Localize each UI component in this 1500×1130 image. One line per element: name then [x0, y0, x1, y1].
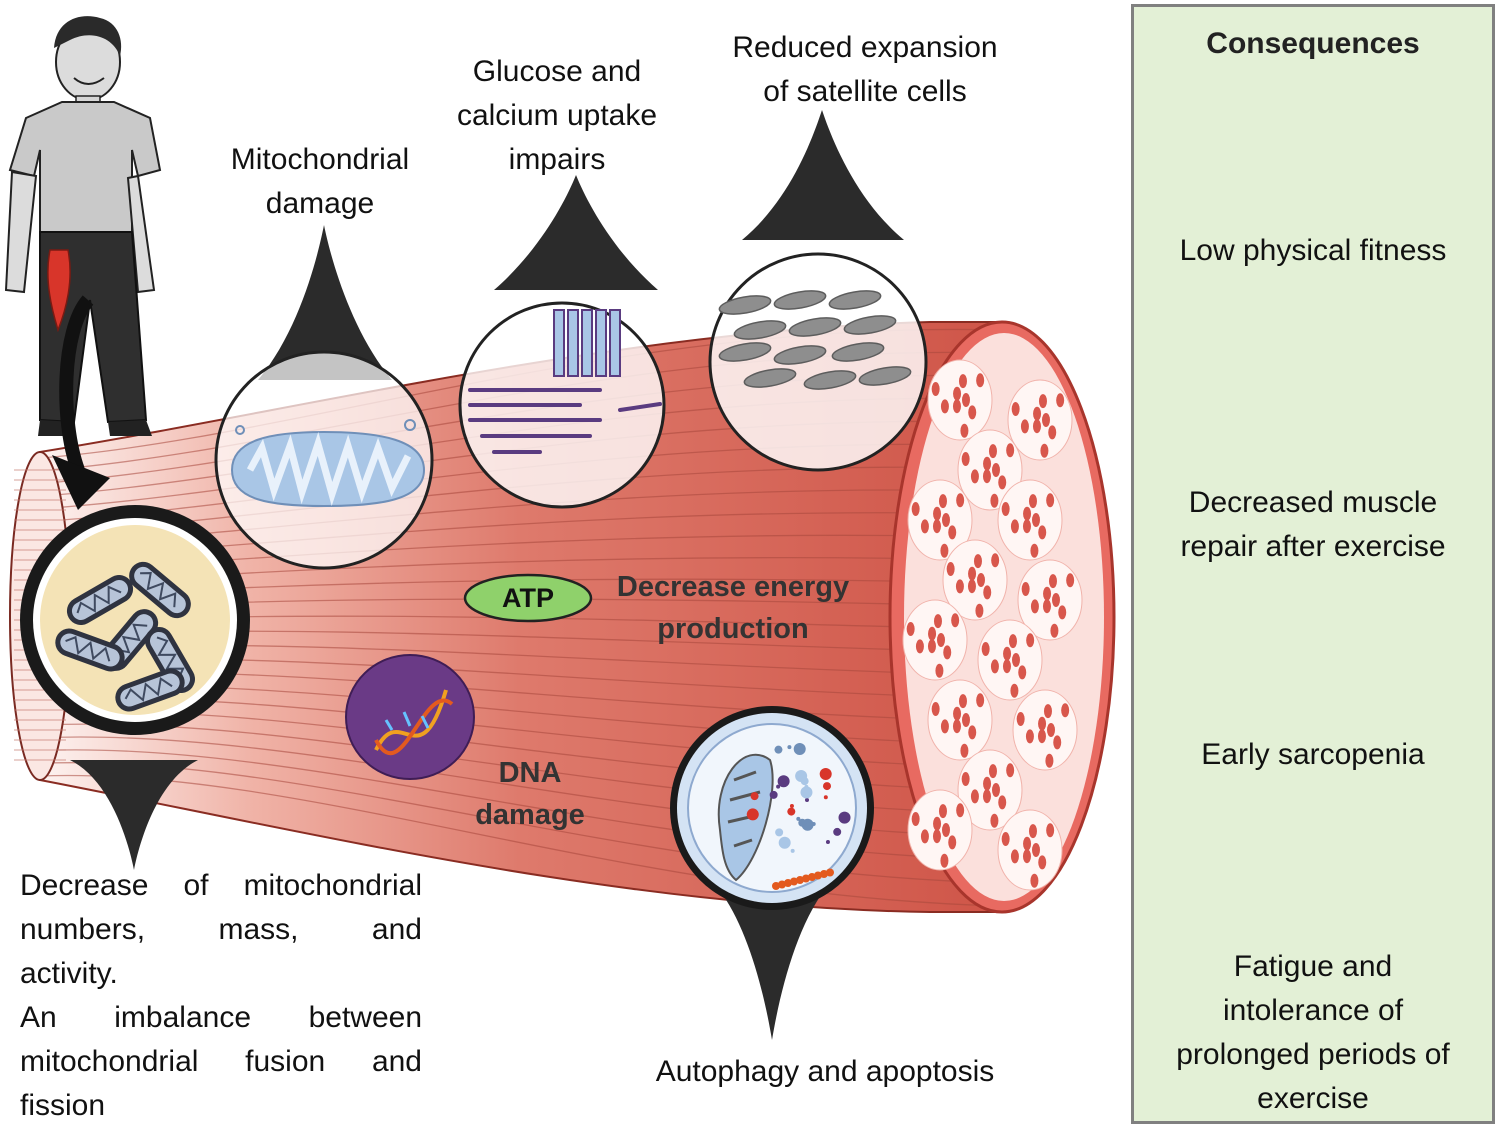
curved-arrow-icon: [52, 295, 110, 510]
imbalance-line: fission: [20, 1089, 106, 1122]
atp-label: ATP: [502, 583, 554, 613]
energy-label: Decrease energy production: [588, 566, 878, 650]
decrease-line: activity.: [20, 957, 118, 990]
mito-damage-line: Mitochondrial: [230, 143, 410, 176]
glucose-line: impairs: [508, 143, 606, 176]
atp-badge: [463, 573, 593, 623]
man-figure-icon: [4, 16, 162, 436]
mitochondria-zoom-circle: [20, 505, 250, 735]
consequence-line: Decreased muscle: [1188, 486, 1438, 519]
consequence-line: Fatigue and: [1233, 950, 1393, 983]
satellite-label: Reduced expansion of satellite cells: [700, 26, 1030, 114]
satellite-cells-circle: [708, 252, 928, 472]
consequence-item: Fatigue and intolerance of prolonged per…: [1134, 945, 1492, 1121]
consequence-line: repair after exercise: [1180, 530, 1446, 563]
decrease-text: Decrease of mitochondrial numbers, mass,…: [20, 864, 422, 1128]
mito-damage-label: Mitochondrial damage: [200, 138, 440, 226]
dna-line: DNA: [498, 757, 562, 789]
consequence-line: exercise: [1257, 1082, 1369, 1115]
consequences-panel: Consequences Low physical fitness Decrea…: [1131, 4, 1495, 1124]
dna-line: damage: [475, 799, 585, 831]
satellite-line: Reduced expansion: [732, 31, 998, 64]
autophagy-circle: [670, 706, 874, 910]
decrease-line: Decrease of mitochondrial: [20, 869, 422, 902]
mito-damage-line: damage: [265, 187, 375, 220]
mito-damage-circle: [214, 350, 434, 570]
energy-line: production: [657, 613, 809, 645]
glucose-line: Glucose and: [472, 55, 642, 88]
consequence-line: Low physical fitness: [1179, 234, 1447, 267]
calcium-uptake-circle: [458, 301, 666, 509]
energy-line: Decrease energy: [616, 571, 850, 603]
consequence-line: intolerance of: [1222, 994, 1404, 1027]
imbalance-line: An imbalance between: [20, 1001, 422, 1034]
pointer-spikes: [70, 110, 904, 1040]
consequences-title: Consequences: [1206, 27, 1420, 60]
decrease-line: numbers, mass, and: [20, 913, 422, 946]
consequence-item: Early sarcopenia: [1134, 733, 1492, 777]
dna-label: DNA damage: [440, 752, 620, 836]
imbalance-line: mitochondrial fusion and: [20, 1045, 422, 1078]
glucose-label: Glucose and calcium uptake impairs: [432, 50, 682, 182]
muscle-cross-section: [888, 320, 1116, 914]
consequence-item: Decreased muscle repair after exercise: [1134, 481, 1492, 569]
autophagy-label: Autophagy and apoptosis: [655, 1055, 995, 1088]
consequence-line: Early sarcopenia: [1201, 738, 1425, 771]
consequence-line: prolonged periods of: [1176, 1038, 1450, 1071]
glucose-line: calcium uptake: [456, 99, 658, 132]
nucleus-dna-icon: [345, 654, 475, 780]
consequence-item: Low physical fitness: [1134, 229, 1492, 273]
satellite-line: of satellite cells: [763, 75, 967, 108]
